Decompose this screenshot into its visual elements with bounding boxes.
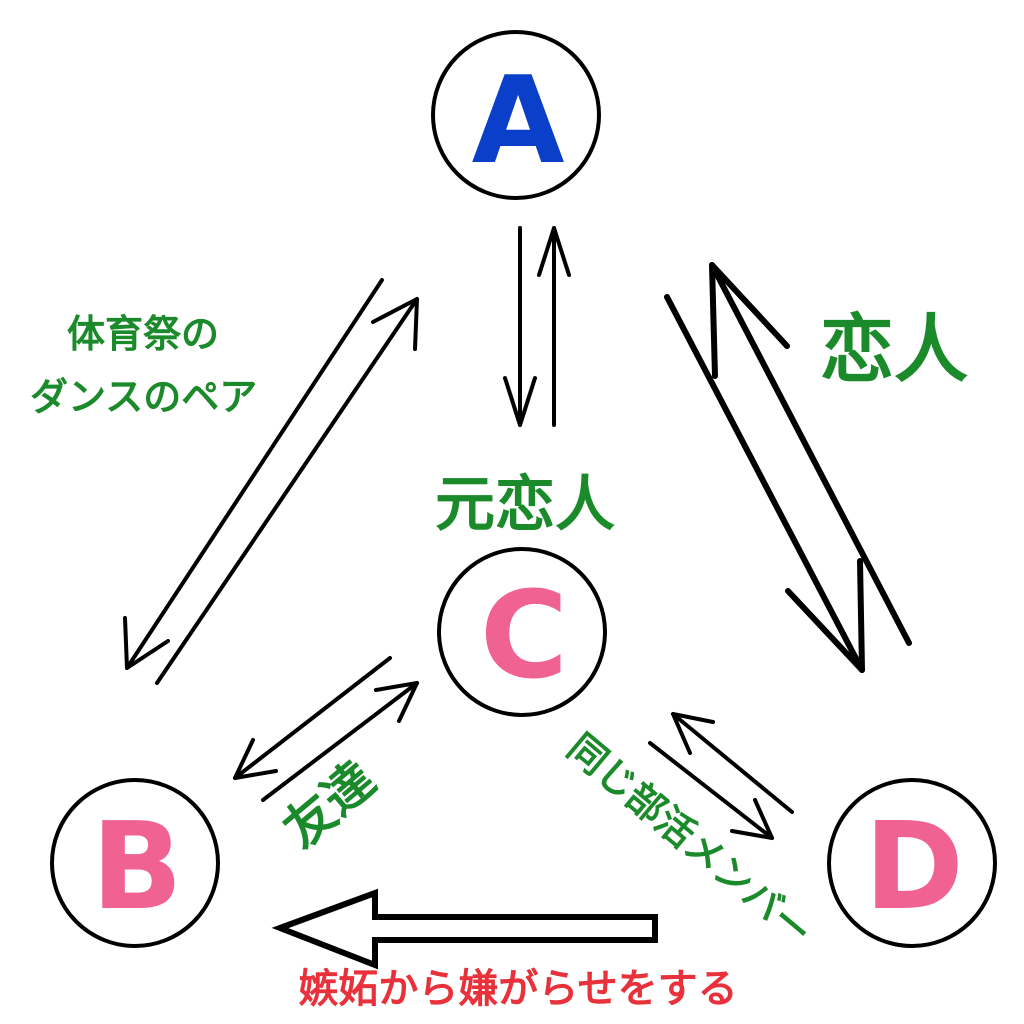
label-a-b-line2: ダンスのペア xyxy=(30,375,257,419)
label-a-b-line1: 体育祭の xyxy=(67,312,219,356)
arrow-b-to-c xyxy=(261,681,419,802)
arrows-c-d xyxy=(648,712,794,840)
arrow-a-to-c-head xyxy=(503,376,537,427)
node-b-label: B xyxy=(91,798,182,937)
arrow-c-to-d-head xyxy=(730,798,774,840)
arrow-c-to-b-head xyxy=(233,738,278,780)
arrows-a-c xyxy=(503,226,571,427)
arrow-c-to-d xyxy=(648,741,774,840)
label-b-c: 友達 xyxy=(272,750,386,859)
arrow-a-to-d-head xyxy=(785,558,865,673)
arrow-b-to-a xyxy=(155,297,419,685)
arrow-d-to-a-head xyxy=(709,262,790,379)
arrows-a-b xyxy=(123,278,419,685)
arrow-b-to-a-head xyxy=(371,297,419,351)
arrow-c-to-b xyxy=(233,656,392,780)
arrow-a-to-b xyxy=(125,278,384,670)
label-a-d: 恋人 xyxy=(820,307,968,393)
node-c-label: C xyxy=(480,567,568,706)
arrow-d-to-b-hollow xyxy=(271,888,658,970)
arrow-d-to-c xyxy=(671,712,794,814)
arrows-a-d xyxy=(664,262,912,673)
arrow-a-to-b-head xyxy=(123,616,170,670)
arrows-b-c xyxy=(233,656,419,802)
arrow-d-to-a xyxy=(709,262,912,646)
arrow-d-to-c-head xyxy=(671,712,715,755)
arrow-a-to-d xyxy=(664,294,865,673)
node-d-label: D xyxy=(864,798,964,937)
arrow-b-to-c-head xyxy=(374,681,419,723)
node-c: C xyxy=(437,547,607,717)
label-a-c: 元恋人 xyxy=(435,470,615,540)
node-a: A xyxy=(431,30,601,200)
node-b: B xyxy=(50,778,220,948)
node-a-label: A xyxy=(472,52,565,191)
arrow-c-to-a-head xyxy=(537,226,571,277)
node-d: D xyxy=(827,778,997,948)
label-b-from-d: 嫉妬から嫌がらせをする xyxy=(298,966,737,1012)
